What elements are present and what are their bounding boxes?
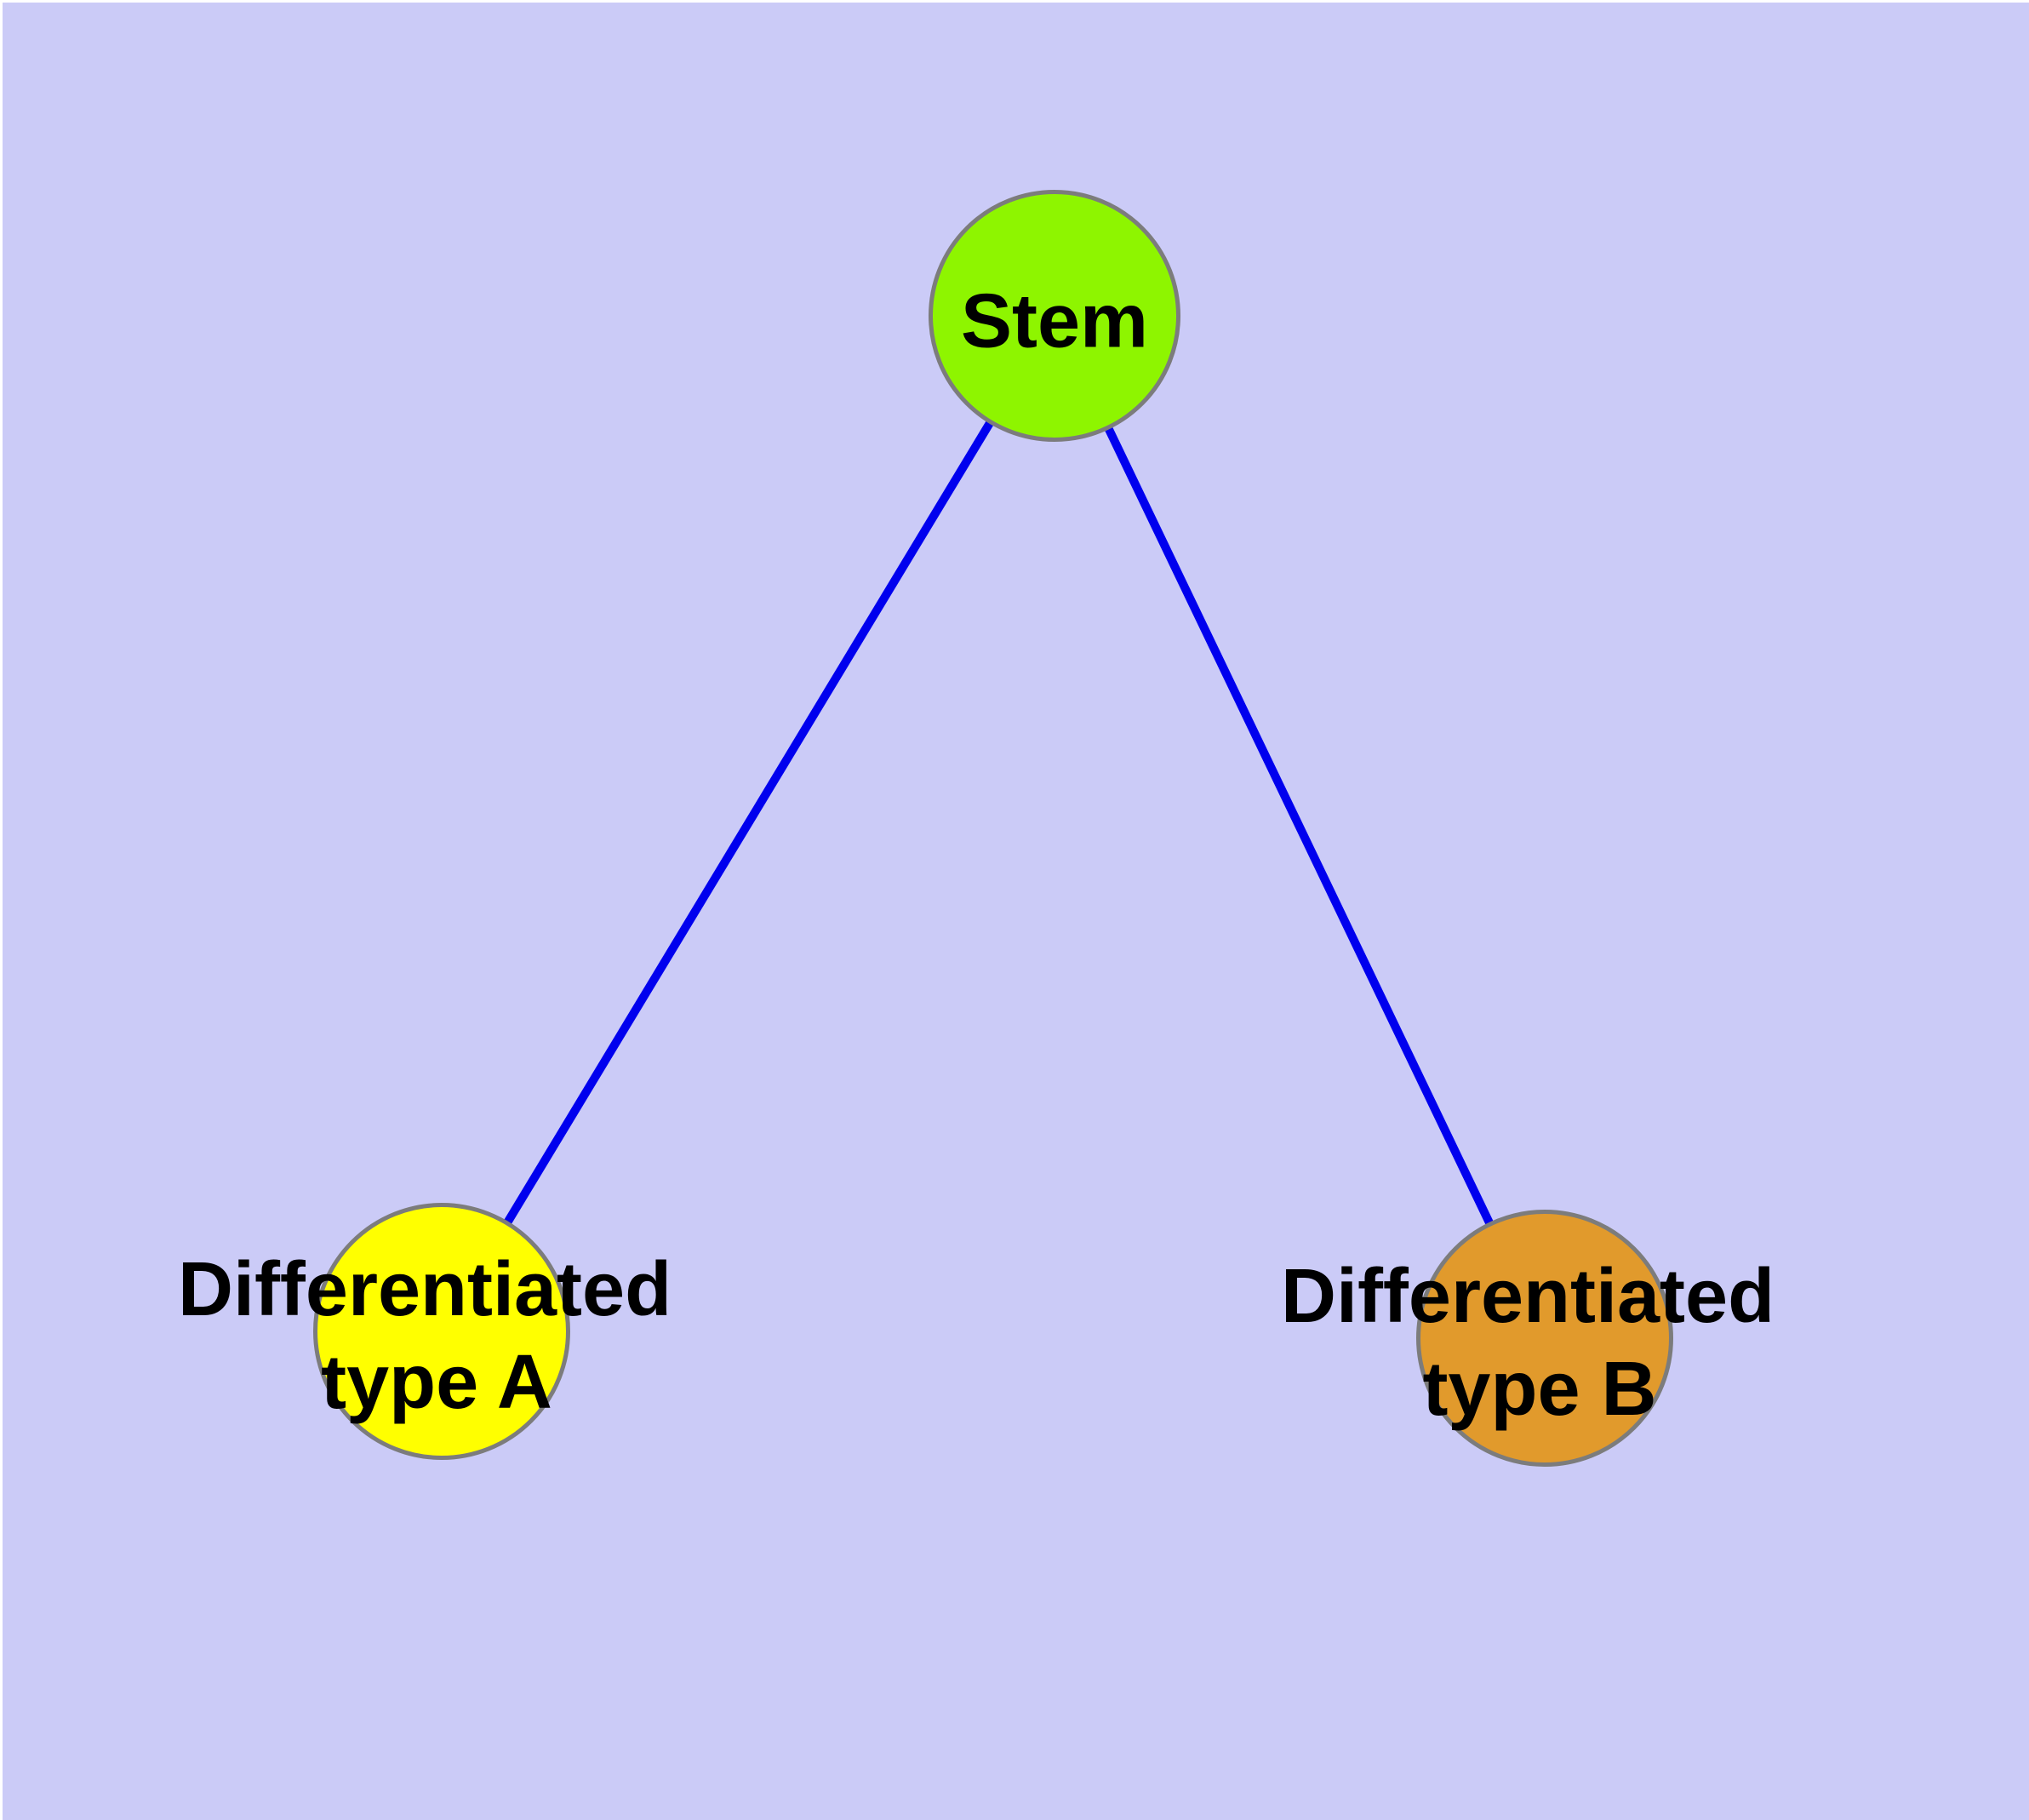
edge-stem-type-a: [437, 313, 1059, 1334]
node-label-type-a: Differentiated type A: [178, 1244, 689, 1429]
node-label-type-b: Differentiated type B: [1281, 1251, 1792, 1436]
node-label-line: type B: [1422, 1347, 1657, 1432]
node-label-line: Differentiated: [1280, 1254, 1775, 1339]
node-label-line: Stem: [960, 278, 1149, 364]
node-type-b: [1416, 1210, 1673, 1467]
node-type-a: [313, 1203, 570, 1460]
edge-stem-type-b: [1050, 313, 1549, 1341]
node-label-line: Differentiated: [177, 1247, 672, 1332]
node-stem: [929, 190, 1180, 442]
node-label-stem: Stem: [961, 276, 1148, 369]
node-label-line: type A: [321, 1340, 552, 1425]
